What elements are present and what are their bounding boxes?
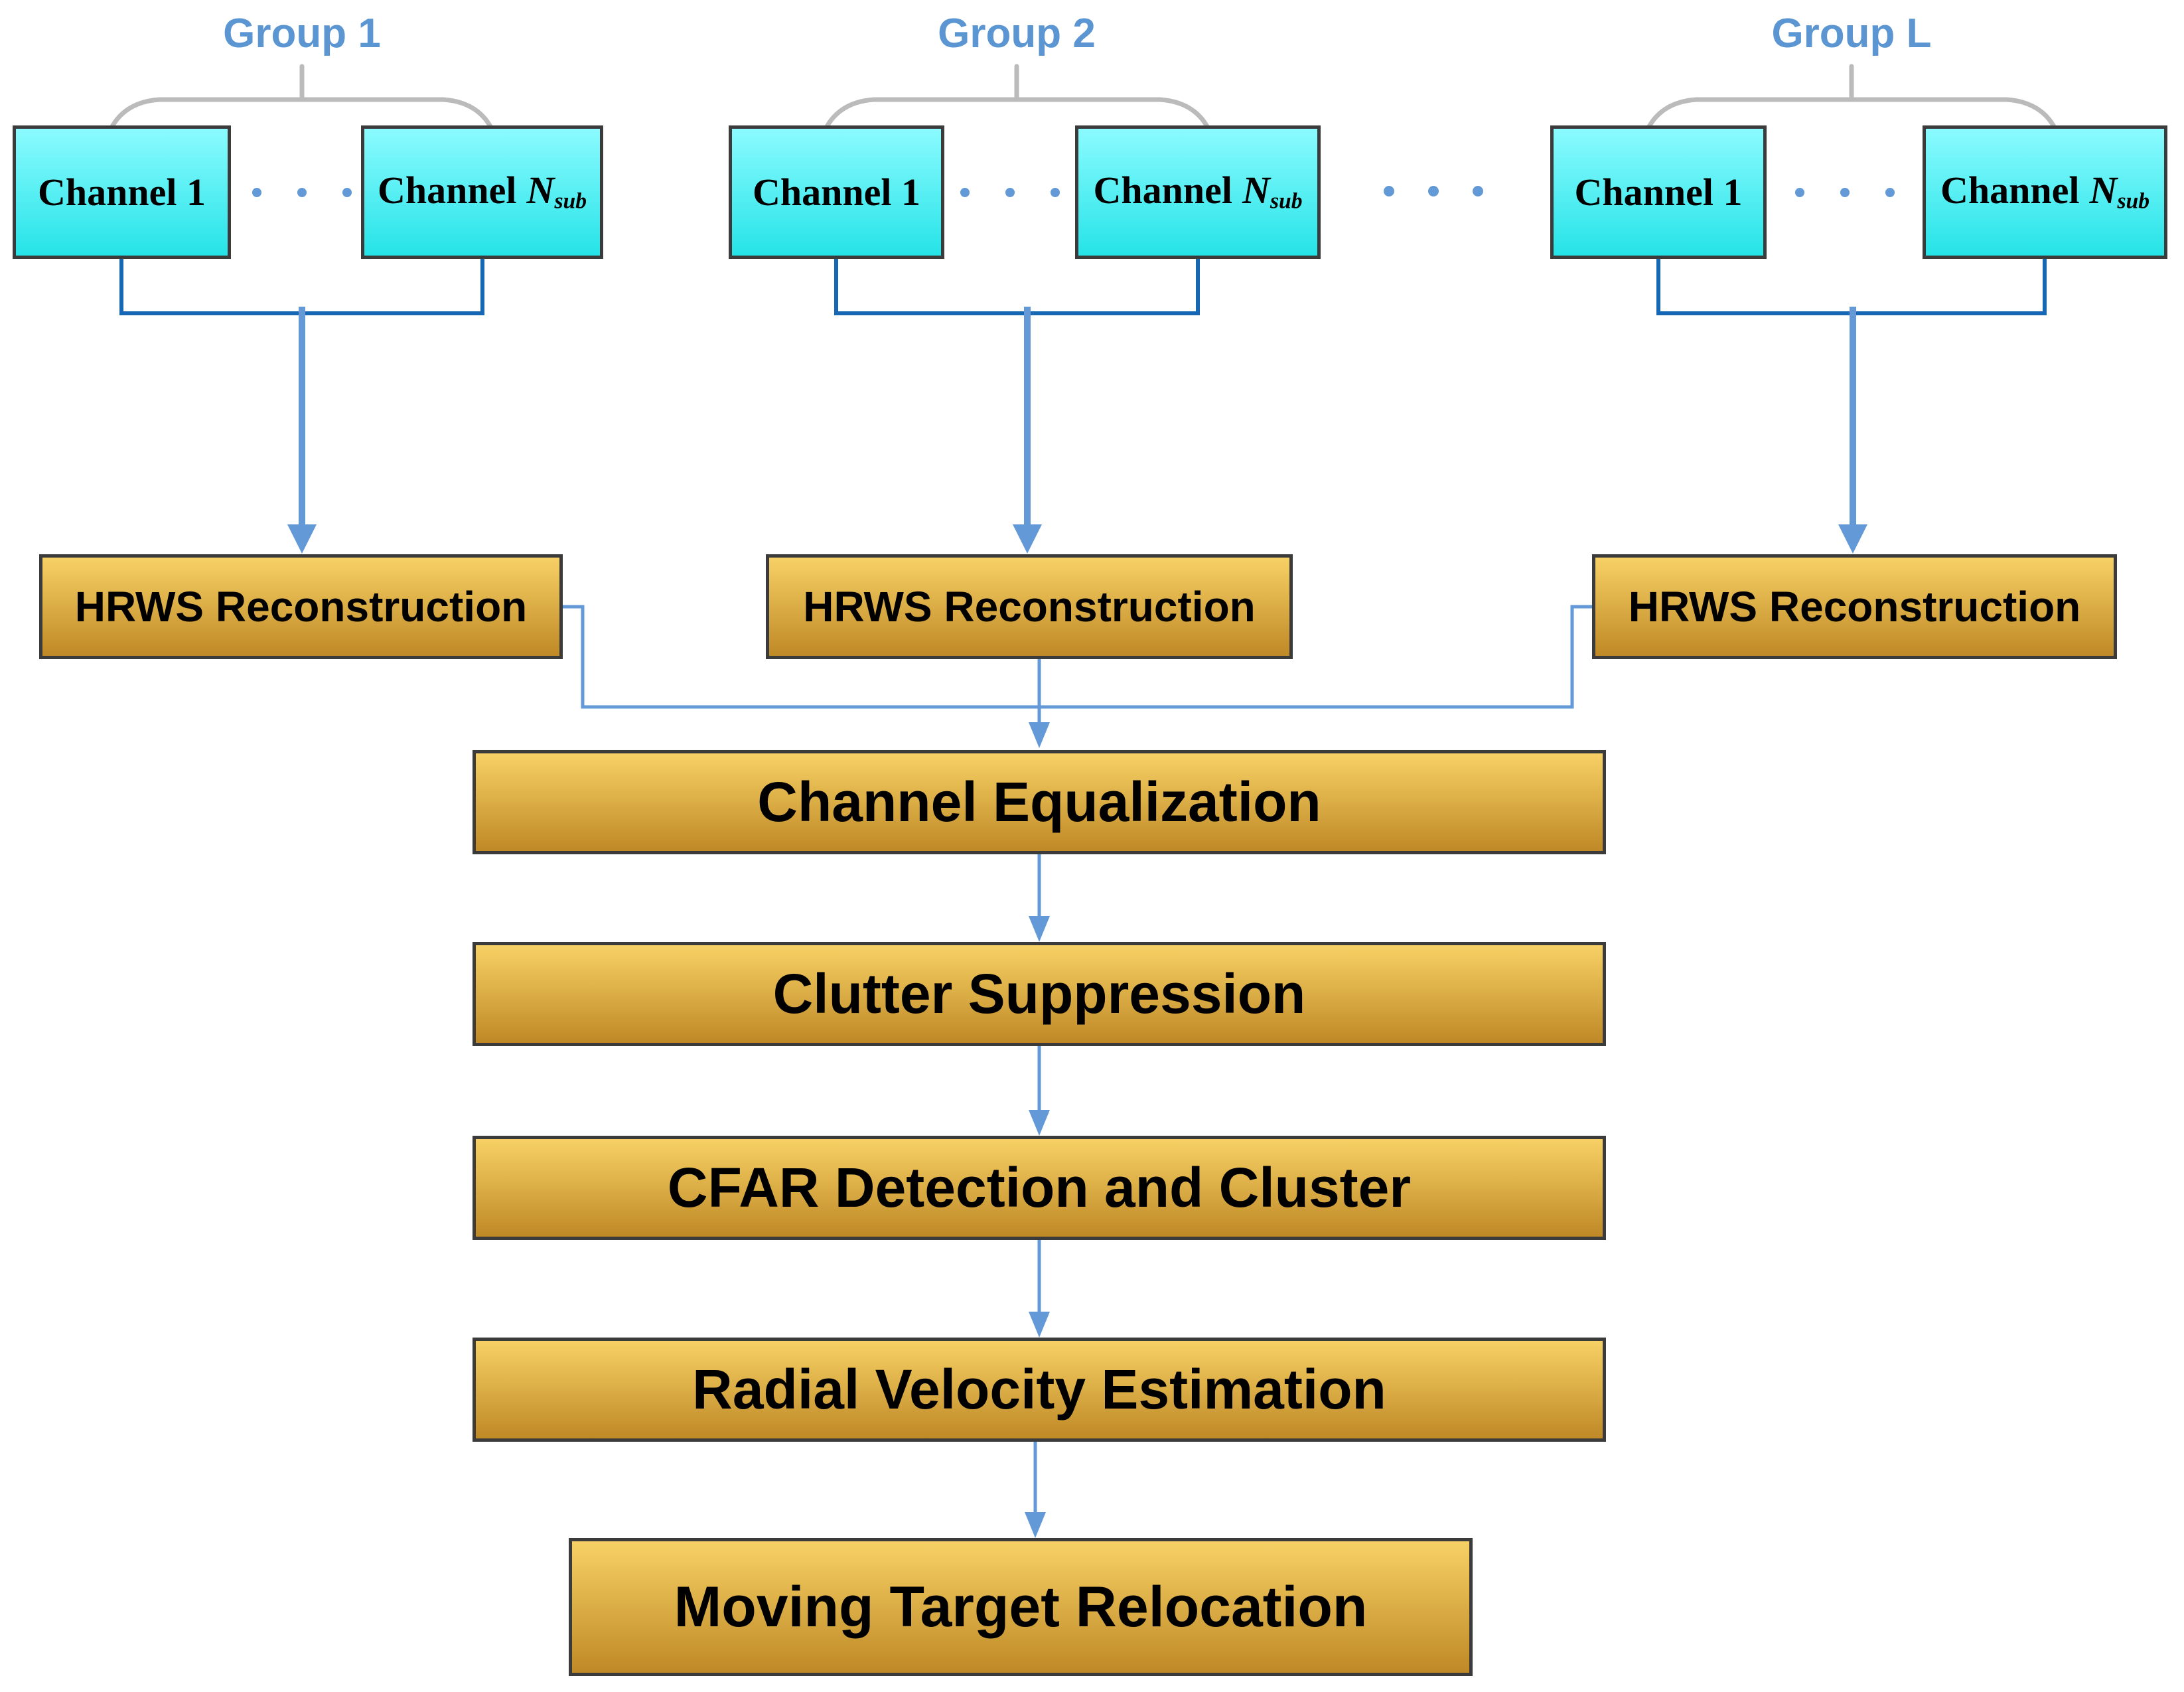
group-l-label-text: Group L bbox=[1771, 10, 1932, 56]
hrws-reconstruction-box-3: HRWS Reconstruction bbox=[1592, 554, 2117, 659]
group-1-label: Group 1 bbox=[196, 8, 408, 58]
group-l-collector-line bbox=[1656, 259, 2047, 315]
hrws-label: HRWS Reconstruction bbox=[803, 583, 1256, 631]
dot bbox=[1795, 188, 1804, 197]
channel-label: Channel 1 bbox=[752, 170, 920, 214]
channel-label-subscript: sub bbox=[554, 189, 587, 214]
pipeline-step-label: Moving Target Relocation bbox=[674, 1575, 1368, 1639]
channel-label-prefix: Channel bbox=[1093, 169, 1232, 212]
clutter-suppression-box: Clutter Suppression bbox=[473, 942, 1606, 1046]
pipeline-step-label: Radial Velocity Estimation bbox=[692, 1358, 1386, 1421]
dot bbox=[1005, 188, 1015, 197]
hrws-merge-line bbox=[563, 605, 1592, 709]
cfar-to-velocity-arrowhead bbox=[1029, 1312, 1050, 1338]
channel-label-subscript: sub bbox=[1270, 189, 1303, 214]
dot bbox=[960, 188, 970, 197]
channel-equalization-box: Channel Equalization bbox=[473, 750, 1606, 854]
equalization-to-suppression-arrowhead bbox=[1029, 916, 1050, 942]
group-l-ellipsis-dots bbox=[1795, 188, 1895, 197]
group-2-label: Group 2 bbox=[910, 8, 1123, 58]
group-1-label-text: Group 1 bbox=[223, 10, 381, 56]
dot bbox=[1384, 186, 1394, 196]
dot bbox=[252, 188, 261, 197]
group-1-channel-1-box: Channel 1 bbox=[13, 125, 231, 259]
group-l-channel-1-box: Channel 1 bbox=[1550, 125, 1767, 259]
cfar-detection-and-cluster-box: CFAR Detection and Cluster bbox=[473, 1136, 1606, 1240]
moving-target-relocation-box: Moving Target Relocation bbox=[569, 1538, 1473, 1676]
hrws-to-equalization-arrowhead bbox=[1029, 722, 1050, 748]
pipeline-step-label: Clutter Suppression bbox=[772, 962, 1306, 1025]
group-1-collector-line bbox=[119, 259, 484, 315]
inter-group-ellipsis-dots bbox=[1384, 186, 1483, 196]
dot bbox=[342, 188, 352, 197]
hrws-label: HRWS Reconstruction bbox=[1628, 583, 2081, 631]
dot bbox=[1051, 188, 1060, 197]
channel-label-variable: N bbox=[2089, 169, 2118, 212]
dot bbox=[1473, 186, 1483, 196]
channel-label-prefix: Channel bbox=[1940, 169, 2080, 212]
channel-label-variable: N bbox=[1242, 169, 1270, 212]
channel-label: Channel 1 bbox=[1574, 170, 1743, 214]
hrws-label: HRWS Reconstruction bbox=[74, 583, 528, 631]
group-2-collector-line bbox=[834, 259, 1200, 315]
hrws-reconstruction-box-2: HRWS Reconstruction bbox=[766, 554, 1293, 659]
group-2-channel-1-box: Channel 1 bbox=[729, 125, 944, 259]
dot bbox=[1840, 188, 1850, 197]
channel-label: Channel 1 bbox=[37, 170, 206, 214]
suppression-to-cfar-arrowhead bbox=[1029, 1110, 1050, 1136]
channel-label-variable: N bbox=[526, 169, 555, 212]
group-2-label-text: Group 2 bbox=[938, 10, 1096, 56]
group-1-ellipsis-dots bbox=[252, 188, 352, 197]
channel-label-subscript: sub bbox=[2117, 189, 2150, 214]
channel-label-prefix: Channel bbox=[377, 169, 517, 212]
group-2-ellipsis-dots bbox=[960, 188, 1060, 197]
pipeline-step-label: CFAR Detection and Cluster bbox=[667, 1156, 1412, 1219]
velocity-to-relocation-arrowhead bbox=[1025, 1512, 1046, 1538]
hrws-reconstruction-box-1: HRWS Reconstruction bbox=[39, 554, 563, 659]
group-l-label: Group L bbox=[1745, 8, 1958, 58]
group-l-to-hrws-arrowhead bbox=[1838, 524, 1867, 554]
dot bbox=[1428, 186, 1439, 196]
dot bbox=[1885, 188, 1895, 197]
group-1-to-hrws-arrowhead bbox=[287, 524, 317, 554]
dot bbox=[297, 188, 307, 197]
pipeline-step-label: Channel Equalization bbox=[757, 771, 1321, 833]
radial-velocity-estimation-box: Radial Velocity Estimation bbox=[473, 1338, 1606, 1442]
group-2-to-hrws-arrowhead bbox=[1013, 524, 1042, 554]
